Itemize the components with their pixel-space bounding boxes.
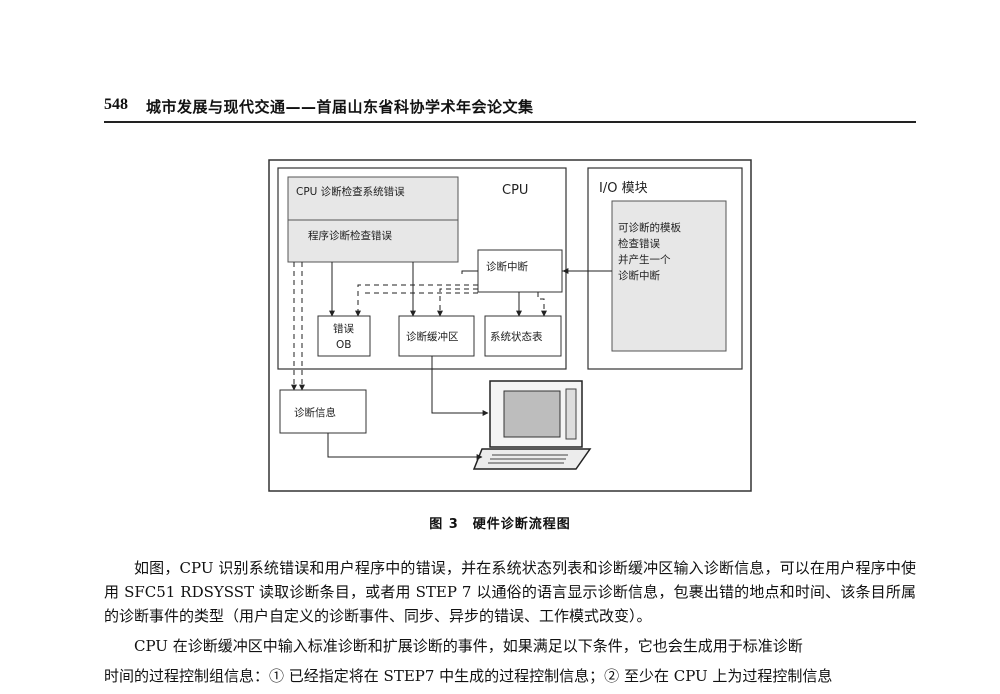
cpu-title: CPU	[502, 183, 528, 198]
figure-caption: 图 3 硬件诊断流程图	[429, 517, 571, 532]
diag-info-label: 诊断信息	[294, 406, 336, 419]
paragraph-2: CPU 在诊断缓冲区中输入标准诊断和扩展诊断的事件，如果满足以下条件，它也会生成…	[134, 637, 803, 655]
diag-buffer-label: 诊断缓冲区	[406, 330, 459, 343]
hardware-diagnosis-flowchart: CPU CPU 诊断检查系统错误 程序诊断检查错误 诊断中断 错误 OB 诊断缓…	[268, 159, 752, 492]
page-number: 548	[104, 96, 128, 113]
io-text-line-3: 并产生一个	[618, 253, 671, 266]
paragraph-3: 时间的过程控制组信息：① 已经指定将在 STEP7 中生成的过程控制信息；② 至…	[104, 667, 833, 685]
running-header: 548 城市发展与现代交通——首届山东省科协学术年会论文集	[104, 94, 916, 118]
program-error-box	[287, 219, 459, 263]
io-inner-box	[611, 200, 727, 352]
header-rule	[104, 121, 916, 123]
book-title: 城市发展与现代交通——首届山东省科协学术年会论文集	[146, 98, 534, 116]
io-text-line-2: 检查错误	[618, 237, 660, 250]
error-ob-line-1: 错误	[333, 322, 354, 335]
paragraph-1: 如图，CPU 识别系统错误和用户程序中的错误，并在系统状态列表和诊断缓冲区输入诊…	[104, 559, 916, 625]
cpu-error-label: CPU 诊断检查系统错误	[296, 185, 405, 198]
cpu-error-box	[287, 176, 459, 221]
io-title: I/O 模块	[599, 181, 648, 196]
system-status-box	[484, 315, 562, 357]
body-text: 如图，CPU 识别系统错误和用户程序中的错误，并在系统状态列表和诊断缓冲区输入诊…	[104, 556, 916, 694]
io-text-line-1: 可诊断的模板	[618, 221, 681, 234]
diag-interrupt-label: 诊断中断	[486, 260, 528, 273]
laptop-icon	[472, 380, 592, 470]
io-text-line-4: 诊断中断	[618, 269, 660, 282]
program-error-label: 程序诊断检查错误	[308, 229, 392, 242]
error-ob-box	[317, 315, 371, 357]
diag-buffer-box	[398, 315, 475, 357]
diag-info-box	[279, 389, 367, 434]
error-ob-line-2: OB	[336, 339, 351, 351]
system-status-label: 系统状态表	[490, 330, 543, 343]
